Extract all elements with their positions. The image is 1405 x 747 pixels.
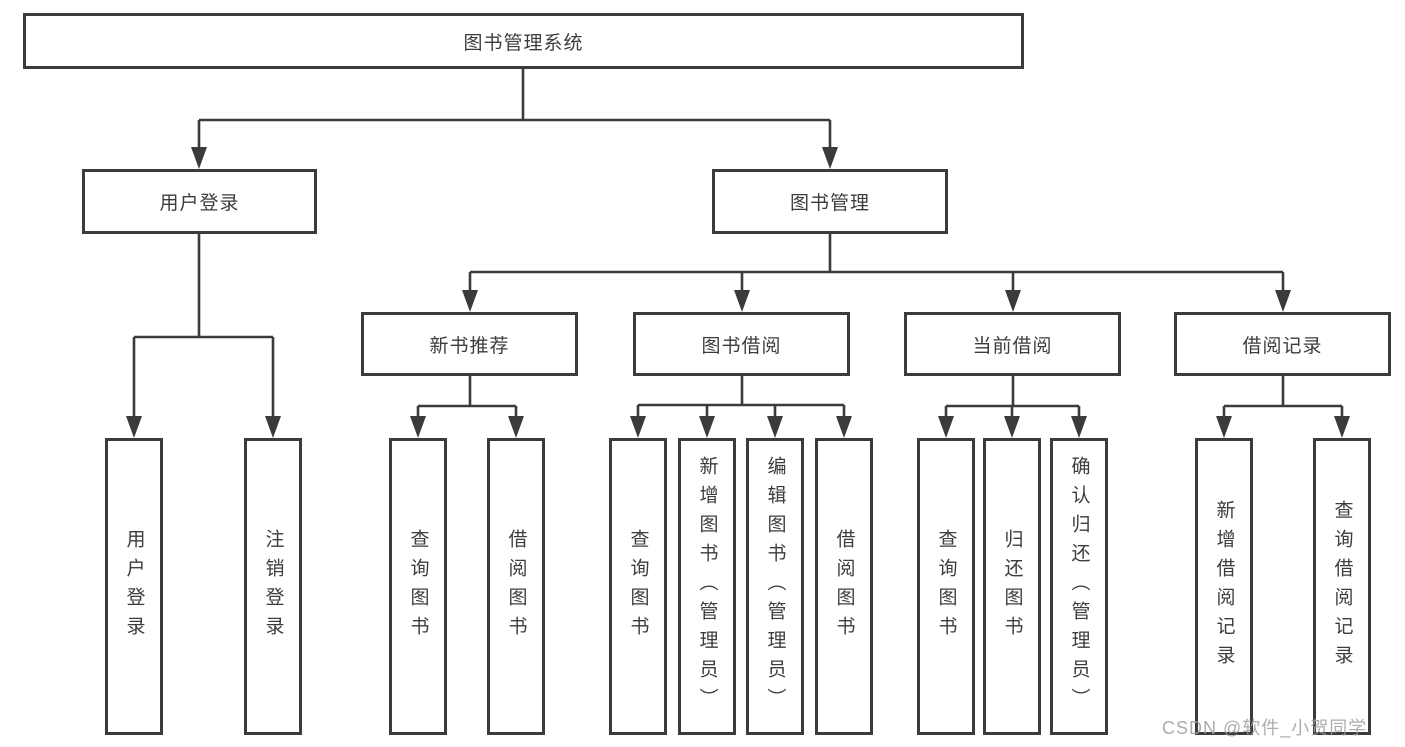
leaf-query-books-borrow: 查询图书 bbox=[609, 438, 667, 735]
leaf-confirm-return-admin-label: 确认归还（管理员） bbox=[1068, 456, 1090, 717]
node-root-library-system: 图书管理系统 bbox=[23, 13, 1024, 69]
leaf-query-borrow-record: 查询借阅记录 bbox=[1313, 438, 1371, 735]
leaf-user-login-label: 用户登录 bbox=[123, 528, 145, 645]
leaf-query-books-recommend: 查询图书 bbox=[389, 438, 447, 735]
leaf-return-books-label: 归还图书 bbox=[1001, 528, 1023, 645]
leaf-add-books-admin-label: 新增图书（管理员） bbox=[696, 456, 718, 717]
leaf-user-login: 用户登录 bbox=[105, 438, 163, 735]
leaf-query-borrow-record-label: 查询借阅记录 bbox=[1331, 499, 1353, 674]
leaf-borrow-books-recommend-label: 借阅图书 bbox=[505, 528, 527, 645]
leaf-query-books-current-label: 查询图书 bbox=[935, 528, 957, 645]
leaf-return-books: 归还图书 bbox=[983, 438, 1041, 735]
leaf-add-books-admin: 新增图书（管理员） bbox=[678, 438, 736, 735]
leaf-borrow-books-recommend: 借阅图书 bbox=[487, 438, 545, 735]
leaf-borrow-books-borrow: 借阅图书 bbox=[815, 438, 873, 735]
leaf-edit-books-admin-label: 编辑图书（管理员） bbox=[764, 456, 786, 717]
leaf-borrow-books-borrow-label: 借阅图书 bbox=[833, 528, 855, 645]
leaf-confirm-return-admin: 确认归还（管理员） bbox=[1050, 438, 1108, 735]
group-current-borrow: 当前借阅 bbox=[904, 312, 1121, 376]
group-new-book-recommend: 新书推荐 bbox=[361, 312, 578, 376]
leaf-add-borrow-record: 新增借阅记录 bbox=[1195, 438, 1253, 735]
node-book-management-branch: 图书管理 bbox=[712, 169, 948, 234]
leaf-edit-books-admin: 编辑图书（管理员） bbox=[746, 438, 804, 735]
leaf-query-books-current: 查询图书 bbox=[917, 438, 975, 735]
leaf-query-books-borrow-label: 查询图书 bbox=[627, 528, 649, 645]
watermark: CSDN @软件_小贺同学 bbox=[1162, 718, 1368, 738]
group-borrow-record: 借阅记录 bbox=[1174, 312, 1391, 376]
leaf-logout-login: 注销登录 bbox=[244, 438, 302, 735]
leaf-query-books-recommend-label: 查询图书 bbox=[407, 528, 429, 645]
node-user-login-branch: 用户登录 bbox=[82, 169, 317, 234]
arrowheads bbox=[126, 147, 1350, 438]
leaf-add-borrow-record-label: 新增借阅记录 bbox=[1213, 499, 1235, 674]
leaf-logout-login-label: 注销登录 bbox=[262, 528, 284, 645]
group-book-borrow: 图书借阅 bbox=[633, 312, 850, 376]
connector-paths bbox=[132, 69, 1344, 419]
